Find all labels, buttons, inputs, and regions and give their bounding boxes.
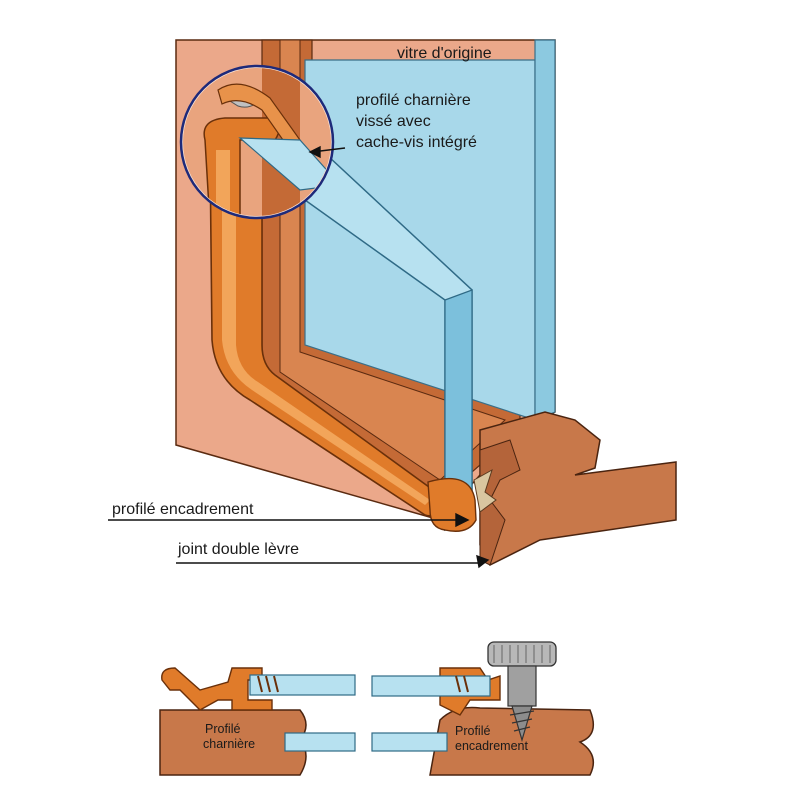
cross-section-detail xyxy=(159,641,595,776)
wood-sill xyxy=(479,411,677,567)
window-illustration xyxy=(175,39,677,567)
leader-lines xyxy=(108,145,490,569)
left-hinge-profile xyxy=(161,667,273,711)
original-glass-edge xyxy=(534,39,556,421)
thumb-screw xyxy=(487,641,557,743)
detail-label-right-1: Profilé xyxy=(455,724,490,738)
detail-label-left-1: Profilé xyxy=(205,722,240,736)
label-original-glass: vitre d'origine xyxy=(397,45,492,62)
double-lip-seal xyxy=(473,468,497,513)
detail-label-left-2: charnière xyxy=(203,737,255,751)
detail-label-right-2: encadrement xyxy=(455,739,528,753)
right-top-glass xyxy=(371,675,491,697)
right-bottom-glass xyxy=(371,732,448,752)
frame-profile-end xyxy=(427,477,477,532)
right-seal xyxy=(455,675,469,693)
label-frame-profile: profilé encadrement xyxy=(112,501,254,518)
left-bottom-glass xyxy=(284,732,356,752)
label-hinge-profile-1: profilé charnière xyxy=(356,92,471,109)
magnified-detail xyxy=(179,64,335,220)
frame-profile-highlight xyxy=(222,160,430,505)
left-top-glass xyxy=(249,674,356,696)
frame-reveal-inner xyxy=(279,39,506,481)
label-hinge-profile-3: cache-vis intégré xyxy=(356,134,477,151)
label-double-lip-seal: joint double lèvre xyxy=(177,541,299,558)
left-seal xyxy=(257,675,279,693)
label-hinge-profile-2: vissé avec xyxy=(356,113,431,130)
